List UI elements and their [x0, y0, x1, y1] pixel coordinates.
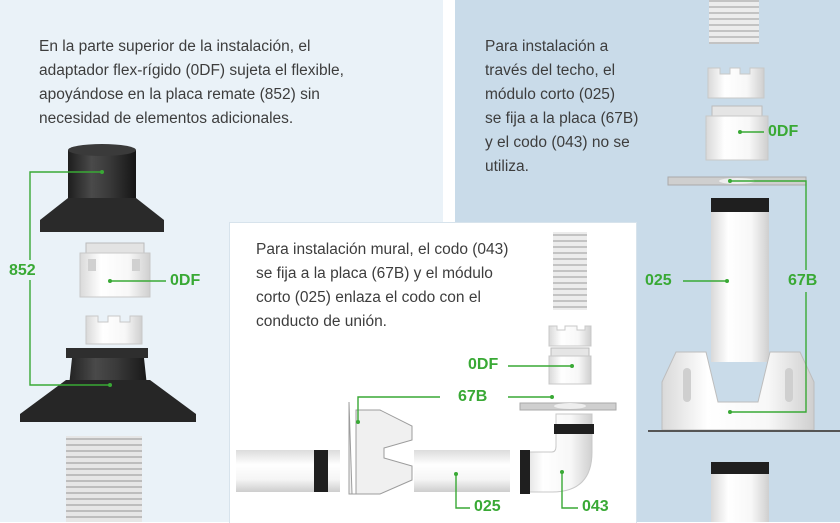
- center-elbow-043: [520, 413, 594, 494]
- right-leader-lines: [683, 131, 807, 413]
- right-line-6: utiliza.: [485, 158, 529, 175]
- label-67b-right: 67B: [788, 272, 818, 289]
- label-0df-left: 0DF: [170, 272, 201, 289]
- label-025-right: 025: [645, 272, 672, 289]
- left-line-3: apoyándose en la placa remate (852) sin: [39, 86, 320, 103]
- right-line-1: Para instalación a: [485, 38, 609, 55]
- center-flexible-duct: [553, 232, 587, 310]
- label-043-center: 043: [582, 498, 609, 515]
- center-leader-lines: [357, 365, 578, 509]
- label-025-center: 025: [474, 498, 501, 515]
- right-bracket-67b: [648, 351, 840, 432]
- right-description: Para instalación a través del techo, el …: [485, 35, 638, 179]
- center-plate-67b: [519, 402, 617, 411]
- center-clip-part: [548, 325, 592, 347]
- left-roof-plate-bottom: [20, 348, 196, 422]
- right-line-2: través del techo, el: [485, 62, 616, 79]
- center-module-025: [414, 450, 510, 492]
- right-module-025: [711, 198, 769, 362]
- left-flexible-duct: [66, 436, 142, 522]
- right-line-5: y el codo (043) no se: [485, 134, 630, 151]
- right-line-3: módulo corto (025): [485, 86, 616, 103]
- left-clip-part: [85, 315, 143, 345]
- center-line-3: corto (025) enlaza el codo con el: [256, 289, 481, 306]
- right-module-bottom: [711, 462, 769, 522]
- center-leader-dots: [356, 364, 574, 476]
- center-bracket-67b: [348, 401, 413, 495]
- right-line-4: se fija a la placa (67B): [485, 110, 639, 127]
- right-adapter-0df: [705, 105, 769, 161]
- right-flexible-duct: [709, 0, 759, 44]
- left-roof-plate-top: [40, 144, 164, 232]
- center-pipe-left: [236, 450, 340, 492]
- label-0df-right: 0DF: [768, 123, 799, 140]
- center-adapter-0df: [548, 347, 592, 385]
- left-line-2: adaptador flex-rígido (0DF) sujeta el fl…: [39, 62, 344, 79]
- left-line-1: En la parte superior de la instalación, …: [39, 38, 311, 55]
- left-adapter-0df: [79, 242, 151, 298]
- center-line-1: Para instalación mural, el codo (043): [256, 241, 509, 258]
- label-67b-center: 67B: [458, 388, 488, 405]
- label-0df-center: 0DF: [468, 356, 499, 373]
- left-line-4: necesidad de elementos adicionales.: [39, 110, 294, 127]
- center-line-2: se fija a la placa (67B) y el módulo: [256, 265, 493, 282]
- label-852: 852: [9, 262, 36, 279]
- center-description: Para instalación mural, el codo (043) se…: [256, 238, 508, 334]
- left-description: En la parte superior de la instalación, …: [39, 35, 344, 131]
- leader-dots: [100, 130, 742, 414]
- center-line-4: conducto de unión.: [256, 313, 387, 330]
- left-leader-lines: [29, 171, 166, 386]
- right-clip-part: [707, 67, 765, 99]
